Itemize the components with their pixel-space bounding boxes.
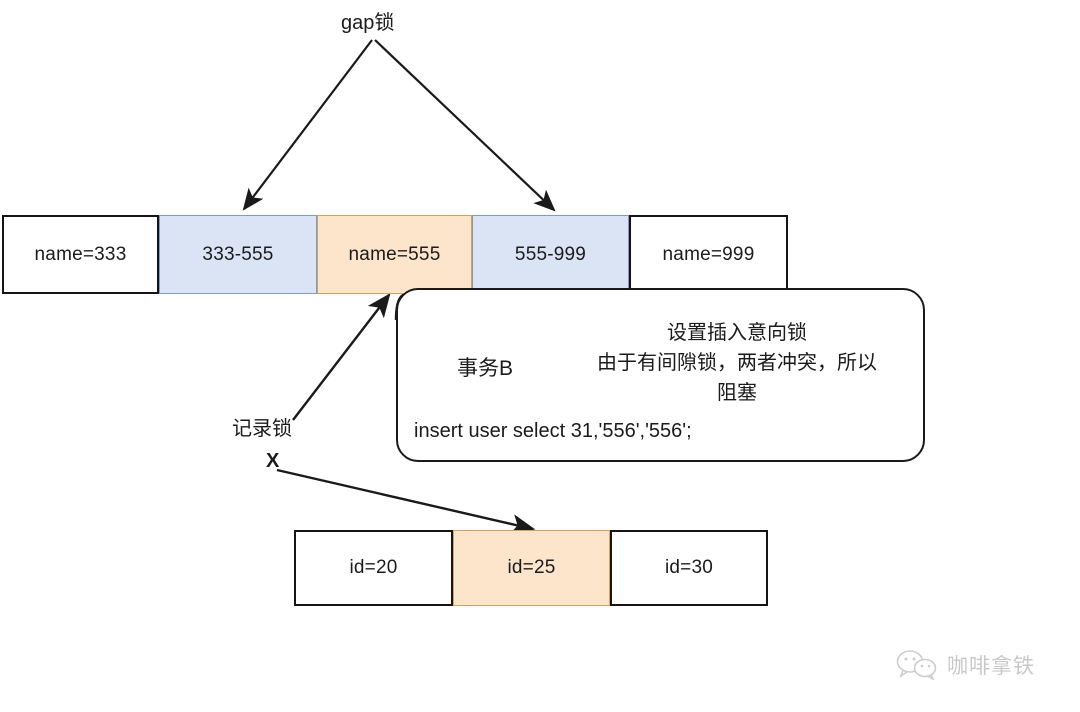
transaction-note-box (396, 288, 925, 462)
wechat-icon (896, 650, 937, 680)
watermark-text: 咖啡拿铁 (947, 654, 1035, 678)
arrow-recordlock-to-name-555 (292, 293, 391, 421)
note-description-line-1: 设置插入意向锁 (667, 322, 807, 344)
index-cell-gap-555-999: 555-999 (472, 215, 629, 294)
primary-cell-id-30: id=30 (610, 530, 768, 606)
index-cell-name-555: name=555 (317, 215, 472, 294)
record-lock-x-mark: X (266, 450, 280, 472)
transaction-label: 事务B (456, 357, 513, 380)
note-description-line-2: 由于有间隙锁，两者冲突，所以 (597, 352, 877, 374)
arrow-x-to-id-25 (276, 468, 536, 534)
index-cell-name-333: name=333 (2, 215, 159, 294)
primary-cell-id-20: id=20 (294, 530, 453, 606)
arrow-gaplock-to-gap-555-999 (374, 39, 556, 212)
record-lock-label: 记录锁 (232, 418, 292, 440)
note-description: 设置插入意向锁 由于有间隙锁，两者冲突，所以 阻塞 (562, 318, 912, 408)
index-cell-gap-333-555: 333-555 (159, 215, 317, 294)
primary-cell-id-25: id=25 (453, 530, 610, 606)
note-sql-statement: insert user select 31,'556','556'; (414, 420, 692, 442)
note-description-line-3: 阻塞 (717, 382, 757, 404)
gap-lock-label: gap锁 (341, 12, 395, 34)
watermark: 咖啡拿铁 (896, 650, 1035, 680)
arrow-gaplock-to-gap-333-555 (242, 39, 373, 211)
index-cell-name-999: name=999 (629, 215, 788, 294)
